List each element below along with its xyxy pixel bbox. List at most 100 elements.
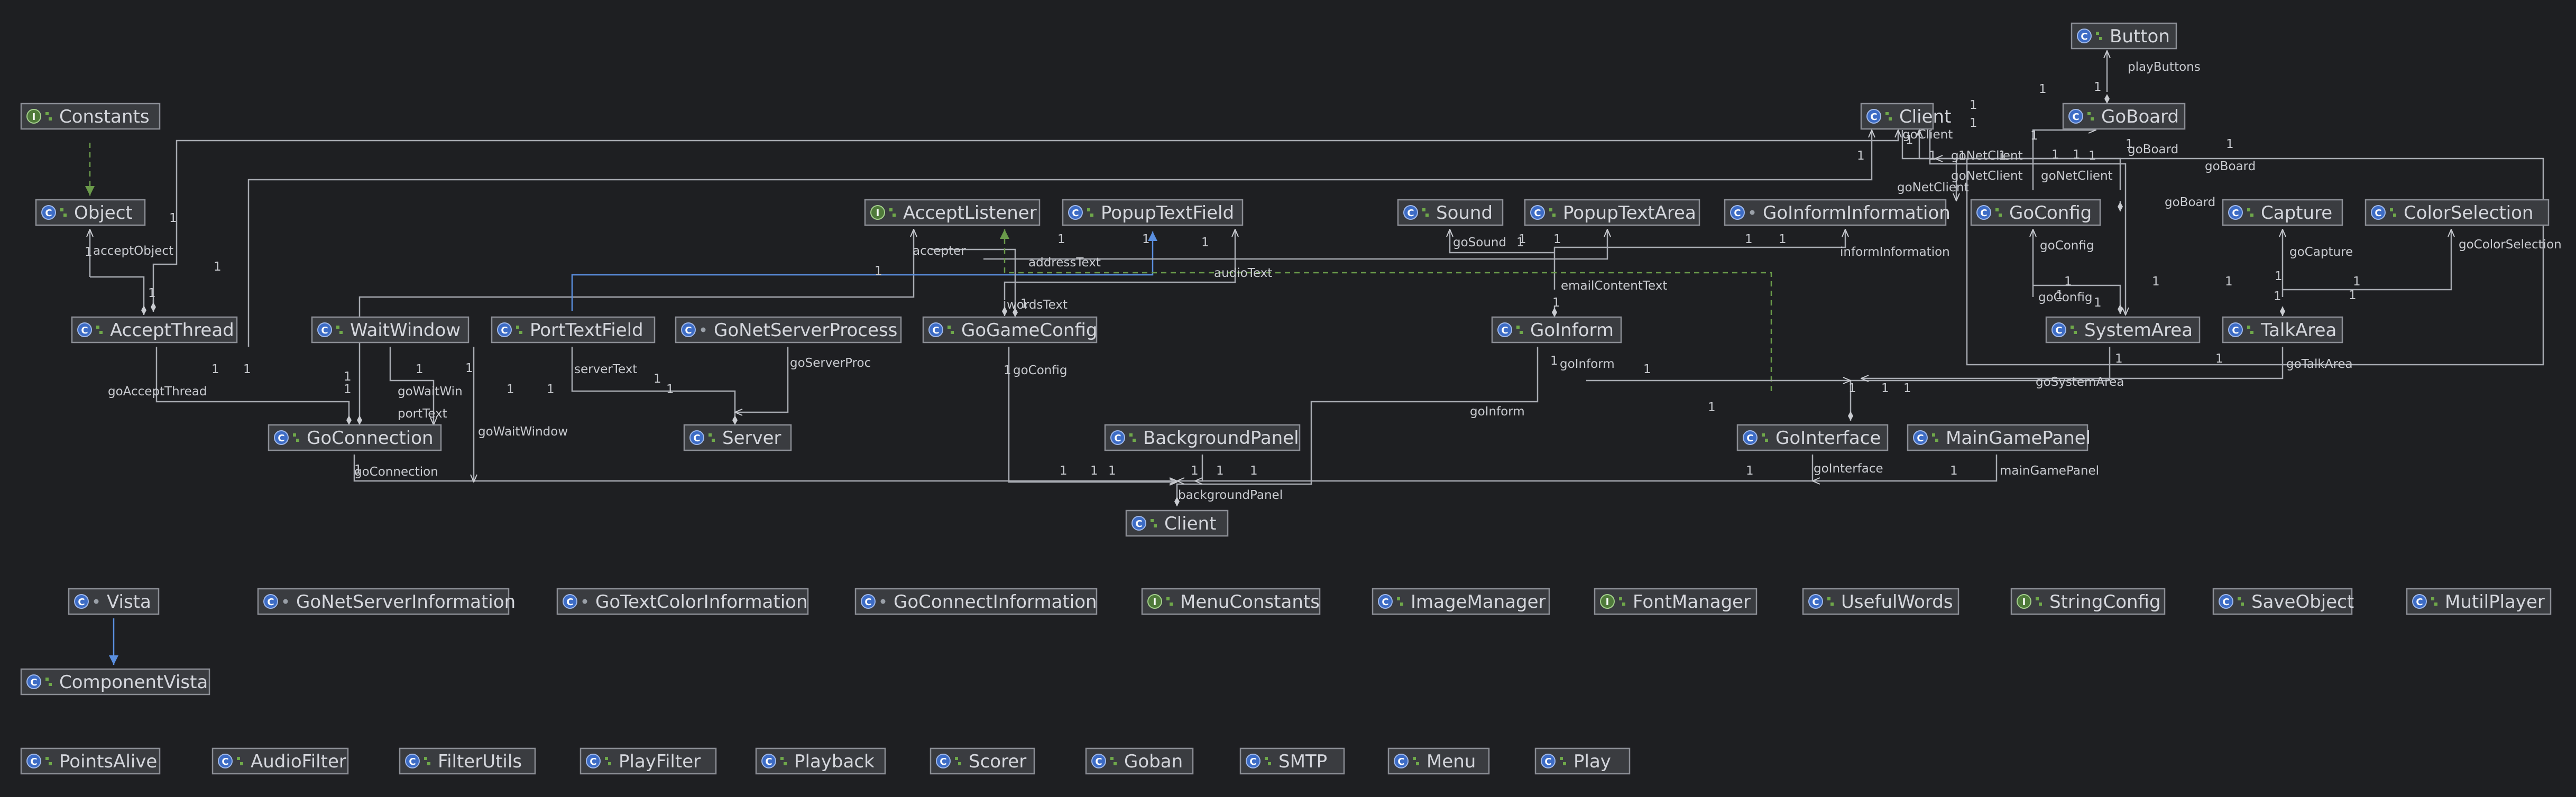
class-node-capture[interactable]: C Capture	[2222, 199, 2343, 226]
public-visibility-icon	[516, 326, 522, 334]
kind-letter: C	[1534, 208, 1541, 219]
public-visibility-icon	[780, 757, 787, 765]
class-name: UsefulWords	[1841, 591, 1953, 613]
public-visibility-icon	[947, 326, 954, 334]
public-visibility-icon	[1932, 433, 1938, 442]
public-visibility-icon	[1087, 208, 1093, 217]
edge-label: goCapture	[2289, 245, 2353, 259]
interface-icon	[1147, 594, 1162, 609]
multiplicity-label: 1	[875, 264, 882, 278]
multiplicity-label: 1	[2275, 270, 2283, 283]
multiplicity-label: 1	[243, 363, 251, 376]
public-visibility-icon	[1413, 757, 1419, 765]
kind-letter: C	[2055, 325, 2062, 336]
edge-26	[155, 347, 352, 425]
class-icon	[1091, 754, 1106, 768]
edge-14	[1553, 229, 1845, 290]
class-node-goban[interactable]: C Goban	[1085, 747, 1194, 775]
edge-label: portText	[398, 407, 447, 421]
edge-label: wordsText	[1007, 298, 1068, 312]
package-visibility-icon	[94, 599, 99, 604]
public-visibility-icon	[1995, 208, 2002, 217]
class-name: GoGameConfig	[961, 320, 1097, 341]
kind-letter: C	[2072, 112, 2079, 123]
edge-32	[1177, 455, 1203, 481]
multiplicity-label: 1	[2225, 275, 2233, 289]
edge-31	[1008, 347, 1177, 482]
edge-label: playButtons	[2128, 60, 2201, 74]
class-name: Client	[1899, 106, 1951, 127]
node-box	[854, 588, 1098, 615]
class-name: Capture	[2261, 202, 2332, 224]
multiplicity-label: 1	[1745, 233, 1753, 246]
class-name: GoConfig	[2009, 202, 2092, 224]
node-box	[20, 668, 210, 696]
class-node-goboard[interactable]: C GoBoard	[2062, 103, 2186, 130]
public-visibility-icon	[1827, 597, 1834, 606]
class-name: GoInformInformation	[1763, 202, 1951, 224]
class-name: GoBoard	[2101, 106, 2179, 127]
edge-10	[1004, 229, 1235, 300]
multiplicity-label: 1	[1552, 296, 1560, 310]
kind-letter: C	[1095, 756, 1102, 767]
class-name: Menu	[1427, 751, 1476, 772]
edge-label: goTalkArea	[2286, 357, 2353, 371]
multiplicity-label: 1	[1929, 149, 1937, 163]
node-box	[864, 199, 1041, 226]
class-icon	[218, 754, 233, 768]
interface-icon	[870, 205, 885, 220]
class-name: MenuConstants	[1180, 591, 1320, 613]
class-name: Goban	[1124, 751, 1183, 772]
multiplicity-label: 1	[2115, 352, 2123, 366]
kind-letter: C	[2232, 208, 2239, 219]
public-visibility-icon	[1151, 519, 1157, 527]
